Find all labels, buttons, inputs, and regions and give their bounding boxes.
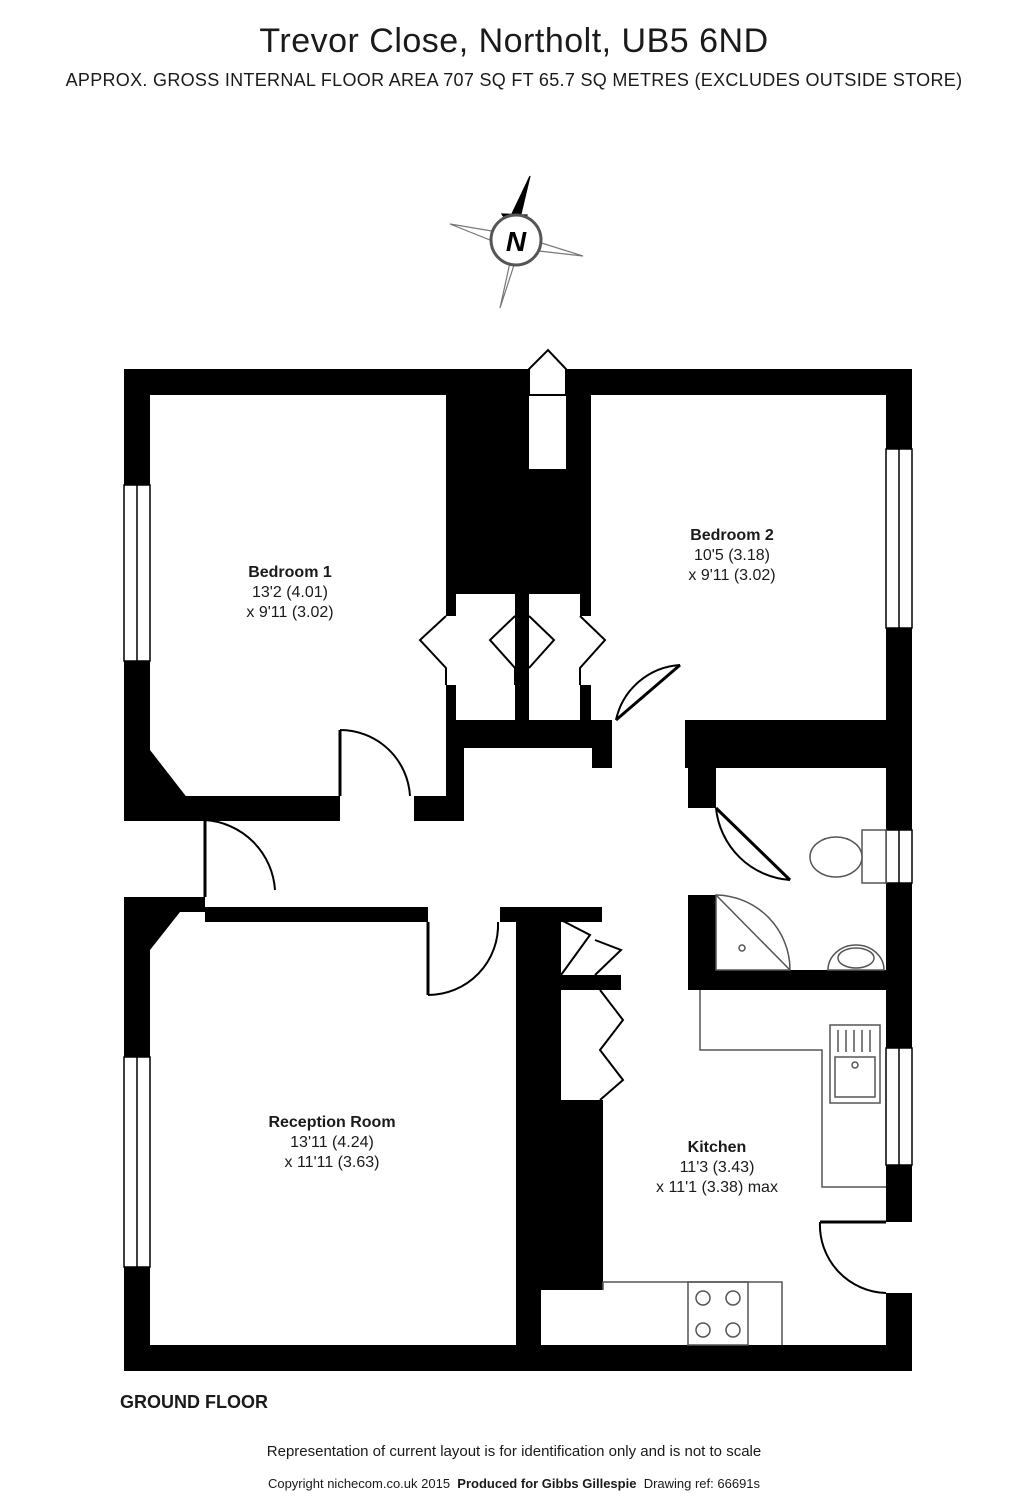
shower-icon (715, 894, 791, 971)
room-name-kitchen: Kitchen (688, 1139, 747, 1156)
windows (123, 448, 913, 1268)
hob-icon (687, 1281, 749, 1346)
basin-icon (827, 944, 885, 971)
room-dim-bedroom-2-b: x 9'11 (3.02) (688, 567, 775, 584)
toilet-icon (809, 829, 887, 884)
room-dim-kitchen-a: 11'3 (3.43) (680, 1159, 755, 1176)
room-dim-bedroom-1-a: 13'2 (4.01) (252, 584, 328, 601)
footer-line: Copyright nichecom.co.uk 2015 Produced f… (0, 1476, 1028, 1491)
room-name-bedroom-1: Bedroom 1 (248, 564, 332, 581)
produced-for-text: Produced for Gibbs Gillespie (457, 1476, 637, 1491)
page-title: Trevor Close, Northolt, UB5 6ND (259, 22, 769, 60)
compass-north-label: N (506, 226, 527, 257)
floor-area-subtitle: APPROX. GROSS INTERNAL FLOOR AREA 707 SQ… (65, 70, 963, 90)
drawing-ref-text: Drawing ref: 66691s (643, 1476, 761, 1491)
copyright-text: Copyright nichecom.co.uk 2015 (267, 1476, 451, 1491)
room-dim-kitchen-b: x 11'1 (3.38) max (656, 1179, 778, 1196)
walls (124, 369, 912, 1371)
room-dim-bedroom-1-b: x 9'11 (3.02) (246, 604, 333, 621)
compass-icon: N (449, 175, 584, 309)
room-name-reception: Reception Room (268, 1114, 395, 1131)
disclaimer-text: Representation of current layout is for … (266, 1443, 762, 1460)
room-dim-reception-a: 13'11 (4.24) (290, 1134, 374, 1151)
room-name-bedroom-2: Bedroom 2 (690, 527, 774, 544)
floor-label: GROUND FLOOR (120, 1392, 268, 1412)
fixtures (602, 829, 887, 1346)
room-dim-reception-b: x 11'11 (3.63) (285, 1154, 380, 1171)
sink-icon (829, 1024, 881, 1104)
room-dim-bedroom-2-a: 10'5 (3.18) (694, 547, 770, 564)
doors (203, 348, 887, 1294)
